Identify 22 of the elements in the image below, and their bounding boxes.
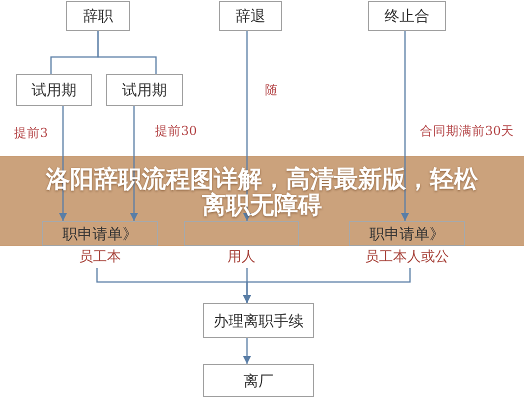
edge-label: 随	[265, 82, 278, 97]
edge-label: 提前30	[155, 123, 197, 138]
connector-arrow	[59, 106, 67, 221]
connector-arrow	[243, 268, 411, 303]
connector-arrow	[243, 338, 251, 364]
step-label: 辞职	[83, 7, 113, 25]
edge-label: 提前3	[14, 125, 48, 140]
step-label: 辞退	[236, 7, 266, 25]
step-label: 职申请单》	[62, 224, 138, 242]
note-text: 员工本人或公	[365, 248, 449, 266]
step-label: 终止合	[384, 7, 430, 25]
step-label: 试用期	[32, 81, 76, 99]
step-label: 职申请单》	[370, 224, 444, 242]
connector-line	[97, 31, 157, 74]
step-label: 试用期	[122, 81, 167, 99]
connector-arrow	[401, 31, 409, 221]
edge-label: 合同期满前30天	[420, 123, 514, 138]
connector-arrow	[130, 106, 138, 221]
note-text: 用人	[228, 248, 256, 266]
note-text: 员工本	[79, 248, 121, 266]
step-label: 办理离职手续	[214, 312, 304, 330]
step-label: 离厂	[244, 372, 274, 390]
